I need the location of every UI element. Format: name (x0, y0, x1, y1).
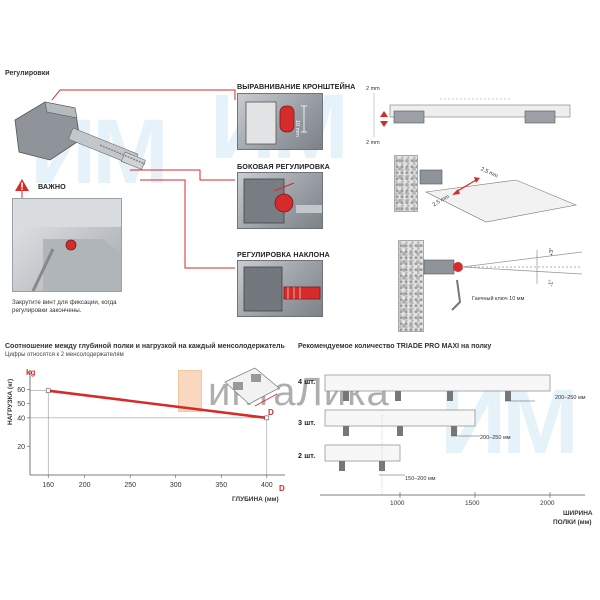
tilt-adjust-photo (237, 260, 323, 317)
qty-row-3-spacing: 200–250 мм (480, 435, 511, 441)
wall-section-side (394, 155, 418, 212)
qty-x-label-2: ПОЛКИ (мм) (553, 519, 592, 526)
quantity-chart-title: Рекомендуемое количество TRIADE PRO MAXI… (298, 343, 492, 350)
bracket-illustration (14, 101, 146, 170)
warning-icon (15, 179, 29, 191)
alignment-photo (237, 93, 323, 150)
quantity-chart (320, 374, 585, 498)
y-axis-label: НАГРУЗКА (кг) (7, 378, 14, 425)
qty-row-4-label: 4 шт. (298, 377, 316, 386)
warning-label: ВАЖНО (38, 182, 66, 191)
qty-x-tick-1500: 1500 (465, 500, 480, 507)
x-unit: D (279, 484, 285, 493)
qty-row-2-label: 2 шт. (298, 451, 316, 460)
load-chart-subtitle: Цифры относятся к 2 менсолодержателям (5, 352, 124, 358)
side-shift-diagram (419, 169, 578, 223)
tilt-minus: -1° (548, 279, 555, 287)
y-tick-label: 20 (17, 444, 25, 451)
x-tick-label: 250 (124, 482, 136, 489)
tilt-adjust-label: РЕГУЛИРОВКА НАКЛОНА (237, 250, 330, 259)
x-tick-label: 160 (42, 482, 54, 489)
load-data-point (45, 388, 51, 394)
x-tick-label: 200 (79, 482, 91, 489)
y-tick-label: 50 (17, 401, 25, 408)
x-axis-label: ГЛУБИНА (мм) (232, 496, 279, 503)
section-title: Регулировки (5, 70, 50, 77)
load-chart-title: Соотношение между глубиной полки и нагру… (5, 343, 285, 350)
tilt-diagram (423, 250, 583, 311)
y-tick-label: 60 (17, 387, 25, 394)
y-unit: kg (26, 368, 36, 377)
shelf-dim: D (268, 408, 274, 417)
load-data-point (264, 415, 270, 421)
load-chart: 160 200 250 300 350 400 20 40 50 60 (17, 370, 285, 489)
side-adjust-label: БОКОВАЯ РЕГУЛИРОВКА (237, 162, 330, 171)
wall-section-tilt (398, 240, 424, 332)
alignment-label: ВЫРАВНИВАНИЕ КРОНШТЕЙНА (237, 82, 356, 91)
qty-x-tick-1000: 1000 (390, 500, 405, 507)
side-adjust-photo (237, 172, 323, 229)
qty-x-tick-2000: 2000 (540, 500, 555, 507)
shelf-illustration (224, 367, 280, 407)
qty-row-2-spacing: 150–200 мм (405, 476, 436, 482)
x-tick-label: 350 (215, 482, 227, 489)
top-dim-lower: 2 mm (366, 140, 380, 146)
y-tick-label: 40 (17, 415, 25, 422)
alignment-dim: 10 mm (294, 120, 300, 137)
warning-caption: Закрутите винт для фиксации, когда регул… (12, 299, 117, 314)
tilt-plus: +3° (549, 247, 556, 257)
qty-x-label-1: ШИРИНА (563, 510, 593, 517)
x-tick-label: 300 (170, 482, 182, 489)
wrench-label: Гаечный ключ 10 мм (472, 296, 525, 302)
x-tick-label: 400 (261, 482, 273, 489)
top-dim-upper: 2 mm (366, 86, 380, 92)
alignment-diagram (373, 93, 571, 137)
load-series-line (48, 389, 267, 420)
qty-row-3-label: 3 шт. (298, 418, 316, 427)
qty-row-4-spacing: 200–250 мм (555, 395, 586, 401)
warning-photo (12, 198, 122, 292)
